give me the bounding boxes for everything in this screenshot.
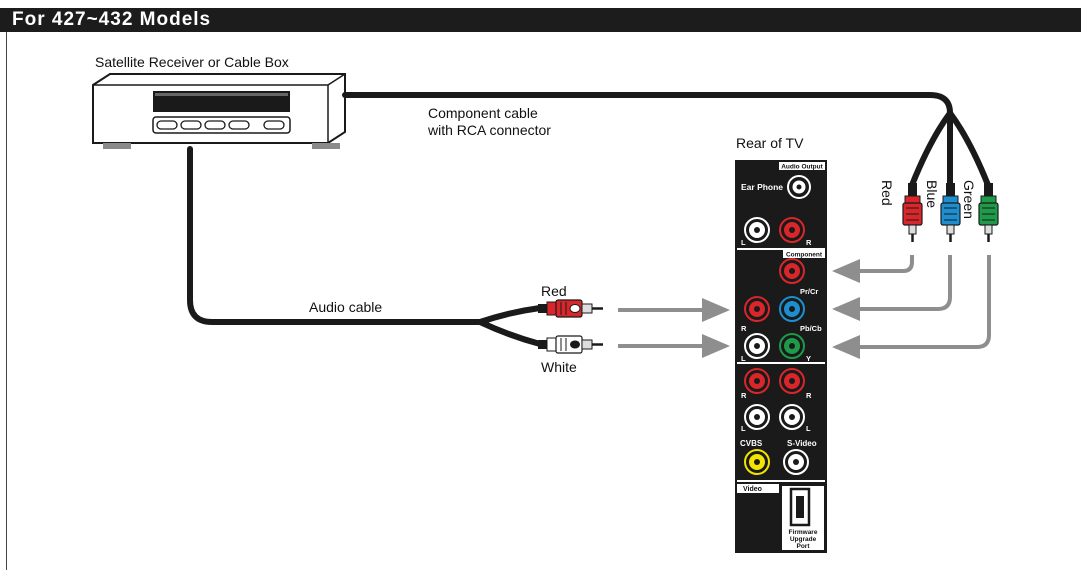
component-plug-green (978, 183, 999, 242)
header-bar: For 427~432 Models (0, 8, 1081, 32)
pr-cr-label: Pr/Cr (800, 287, 818, 296)
jack-label-l: L (741, 238, 746, 247)
s-video-label: S-Video (787, 439, 817, 448)
component-cable-label: Component cable (428, 105, 538, 121)
white-plug-label: White (541, 359, 577, 375)
jack-audio-out-l (744, 217, 770, 243)
jack-component-pr (779, 258, 805, 284)
jack-av1-audio-r (744, 368, 770, 394)
component-plug-label-green: Green (961, 180, 977, 219)
jack-component-audio-r (744, 296, 770, 322)
jack-label-l: L (741, 354, 746, 363)
set-top-box (92, 73, 346, 149)
jack-component-y (779, 333, 805, 359)
page-title: For 427~432 Models (12, 9, 212, 30)
jack-label-r: R (806, 238, 812, 247)
ear-phone-label: Ear Phone (741, 182, 783, 192)
jack-component-pb (779, 296, 805, 322)
component-plug-blue (940, 183, 961, 242)
jack-component-audio-l (744, 333, 770, 359)
jack-av1-audio-l (744, 404, 770, 430)
red-plug-label: Red (541, 283, 567, 299)
component-plug-label-blue: Blue (924, 180, 940, 208)
content-frame (6, 32, 1081, 570)
component-plug-label-red: Red (879, 180, 895, 206)
cvbs-label: CVBS (740, 439, 763, 448)
jack-cvbs (744, 449, 770, 475)
audio-cable (187, 146, 543, 347)
audio-plug-white (538, 335, 603, 354)
arrow-component-blue (832, 255, 952, 321)
arrow-component-green (832, 255, 991, 359)
firmware-label: Port (797, 543, 811, 550)
component-cable (342, 92, 991, 188)
firmware-label: Upgrade (790, 536, 817, 543)
jack-ear-phone (787, 175, 811, 199)
jack-label-l: L (806, 424, 811, 433)
component-plug-red (902, 183, 923, 242)
component-label: Component (786, 252, 823, 259)
jack-label-y: Y (806, 354, 811, 363)
audio-cable-label: Audio cable (309, 299, 382, 315)
audio-plug-red (538, 299, 603, 318)
jack-label-r: R (741, 324, 747, 333)
jack-av2-audio-r (779, 368, 805, 394)
component-cable-label: with RCA connector (427, 122, 551, 138)
jack-av2-audio-l (779, 404, 805, 430)
jack-label-r: R (806, 391, 812, 400)
jack-label-r: R (741, 391, 747, 400)
connection-arrows (618, 255, 991, 359)
audio-output-label: Audio Output (781, 164, 823, 171)
rear-of-tv-label: Rear of TV (736, 135, 804, 151)
arrow-component-red (832, 255, 914, 283)
source-device-label: Satellite Receiver or Cable Box (95, 54, 289, 70)
video-label: Video (743, 486, 762, 493)
tv-rear-panel: Audio Output Ear Phone L R Component Pr/… (735, 160, 827, 553)
pb-cb-label: Pb/Cb (800, 324, 822, 333)
firmware-label: Firmware (789, 529, 818, 536)
jack-s-video (783, 449, 809, 475)
jack-audio-out-r (779, 217, 805, 243)
jack-label-l: L (741, 424, 746, 433)
